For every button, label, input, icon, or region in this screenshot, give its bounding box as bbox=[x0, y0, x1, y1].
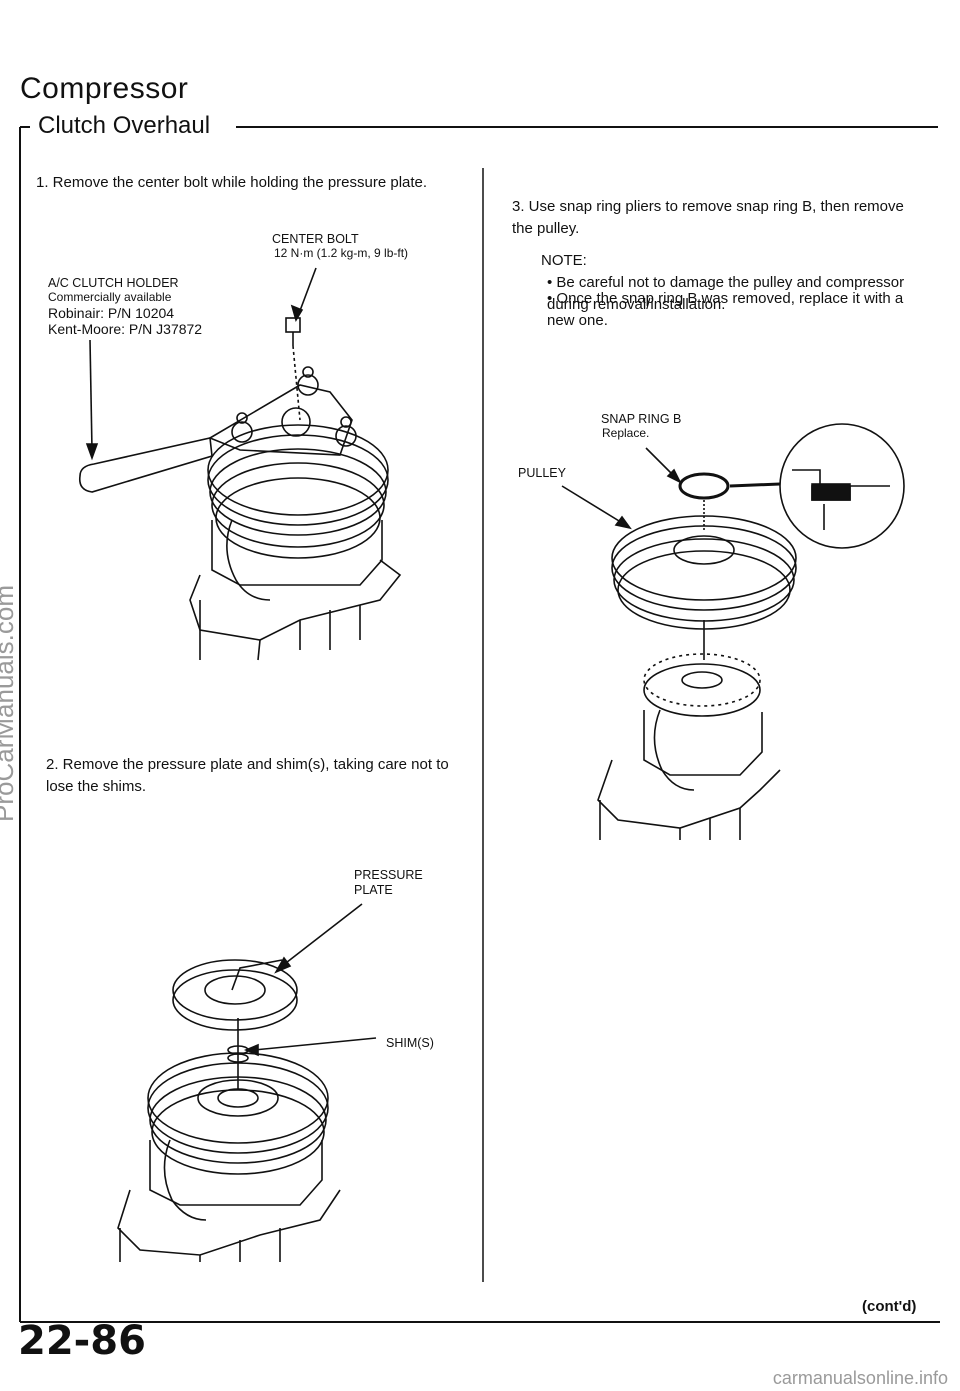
label-holder-note: Commercially available bbox=[48, 290, 172, 304]
label-snap-ring: SNAP RING B bbox=[601, 412, 682, 426]
continued-label: (cont'd) bbox=[862, 1298, 917, 1315]
label-pressure-plate-1: PRESSURE bbox=[354, 868, 423, 882]
note-heading: NOTE: bbox=[541, 252, 587, 269]
label-pressure-plate-2: PLATE bbox=[354, 883, 393, 897]
label-holder: A/C CLUTCH HOLDER bbox=[48, 276, 179, 290]
page-title: Compressor bbox=[20, 72, 189, 105]
label-kent-moore: Kent-Moore: P/N J37872 bbox=[48, 321, 203, 337]
step-1: 1. Remove the center bolt while holding … bbox=[36, 174, 428, 191]
label-center-bolt: CENTER BOLT bbox=[272, 232, 359, 246]
watermark-bottom: carmanualsonline.info bbox=[772, 1368, 948, 1388]
note-bullet-1: • Be careful not to damage the pulley an… bbox=[547, 274, 905, 313]
note-bullet-2: • Once the snap ring B was removed, repl… bbox=[547, 290, 904, 329]
section-subtitle: Clutch Overhaul bbox=[38, 112, 211, 139]
label-center-bolt-torque: 12 N·m (1.2 kg-m, 9 lb-ft) bbox=[274, 246, 409, 260]
watermark-side: ProCarManuals.com bbox=[0, 585, 19, 822]
page-number: 22-86 bbox=[18, 1318, 146, 1364]
step-3: 3. Use snap ring pliers to remove snap r… bbox=[512, 198, 904, 237]
label-snap-ring-note: Replace. bbox=[602, 426, 650, 440]
label-robinair: Robinair: P/N 10204 bbox=[48, 305, 175, 321]
label-shims: SHIM(S) bbox=[386, 1036, 434, 1050]
step-2: 2. Remove the pressure plate and shim(s)… bbox=[46, 756, 449, 795]
label-pulley: PULLEY bbox=[518, 466, 566, 480]
